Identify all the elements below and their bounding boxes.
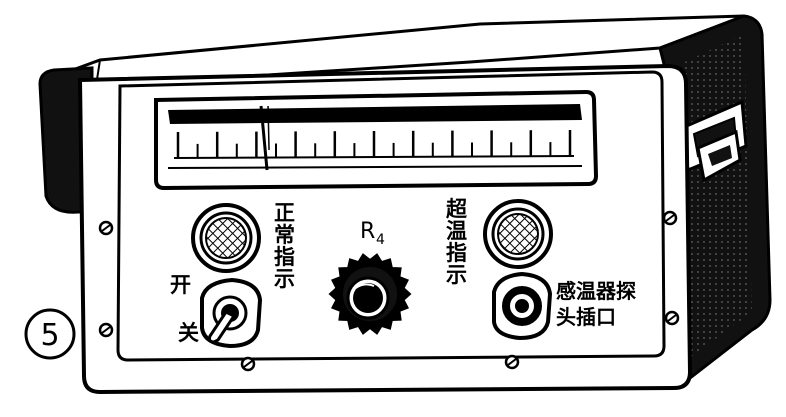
over-temp-label-char-2: 温 — [446, 219, 467, 243]
carry-handle — [680, 99, 748, 183]
meter-scale-ticks — [176, 130, 572, 158]
panel-screws — [98, 210, 680, 372]
knob-label: R — [360, 219, 375, 244]
r4-label: R 4 — [360, 219, 385, 248]
normal-indicator-label: 正 常 指 示 — [274, 201, 295, 291]
normal-label-char-2: 常 — [274, 223, 295, 247]
power-toggle-switch[interactable] — [200, 277, 263, 349]
probe-label-line-2: 头插口 — [556, 305, 616, 329]
r4-knob[interactable] — [328, 253, 412, 335]
switch-off-label: 关 — [178, 321, 199, 345]
knob-label-subscript: 4 — [376, 232, 385, 248]
probe-socket-label: 感温器探 头插口 — [556, 279, 636, 329]
over-temp-indicator-lamp — [483, 199, 553, 269]
probe-socket[interactable] — [492, 271, 553, 341]
over-temp-label-char-3: 指 — [446, 241, 467, 265]
meter-needle — [259, 105, 269, 171]
over-temp-label-char-1: 超 — [446, 197, 468, 221]
over-temp-indicator-label: 超 温 指 示 — [446, 197, 468, 287]
normal-label-char-1: 正 — [274, 201, 295, 225]
over-temp-label-char-4: 示 — [446, 263, 467, 287]
power-switch-labels: 开 关 — [170, 273, 199, 345]
normal-label-char-3: 指 — [274, 245, 295, 269]
meter — [154, 89, 599, 191]
switch-on-label: 开 — [170, 273, 191, 297]
normal-label-char-4: 示 — [274, 267, 295, 291]
figure-number: 5 — [40, 318, 59, 353]
probe-label-line-1: 感温器探 — [556, 279, 636, 303]
normal-indicator-lamp — [191, 203, 261, 273]
figure-number-badge: 5 — [24, 308, 76, 360]
